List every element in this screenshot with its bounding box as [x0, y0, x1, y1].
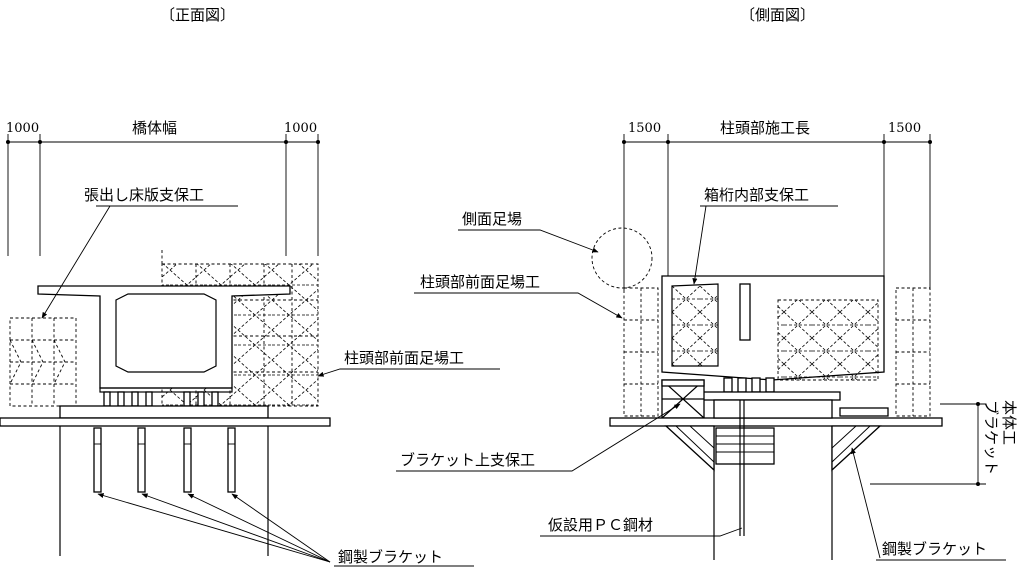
- side-scaffold-label: 側面足場: [462, 210, 522, 228]
- side-left-scaffold: [623, 287, 659, 417]
- side-dim-center: 柱頭部施工長: [720, 119, 810, 137]
- bracket-body-dimension: [870, 402, 986, 486]
- side-bracket-support: [661, 379, 705, 419]
- front-dimension-line: 1000 橋体幅 1000: [6, 119, 320, 256]
- pc-steel-label: 仮設用ＰＣ鋼材: [548, 516, 653, 534]
- bracket-support-label: ブラケット上支保工: [400, 451, 535, 469]
- side-dimension-line: 1500 柱頭部施工長 1500: [622, 119, 932, 290]
- side-right-scaffold: [895, 287, 931, 417]
- box-girder-front: [37, 285, 291, 419]
- side-dim-left: 1500: [628, 121, 661, 136]
- front-pier: [0, 417, 331, 556]
- front-dim-left: 1000: [6, 121, 39, 136]
- front-dim-center: 橋体幅: [132, 119, 177, 137]
- bracket-body-label-2: 本体工: [1000, 400, 1018, 445]
- front-bracket-label: 鋼製ブラケット: [338, 548, 443, 566]
- front-bracket-leaders: [97, 493, 474, 567]
- side-view: 〔側面図〕 1500 柱頭部施工長 1500: [396, 6, 1018, 561]
- front-left-scaffold: [9, 317, 77, 407]
- side-view-title: 〔側面図〕: [740, 6, 815, 24]
- front-scaffold-label: 柱頭部前面足場工: [344, 349, 464, 367]
- front-scaffold-leader: [317, 368, 500, 377]
- bracket-body-label-1: ブラケット: [982, 400, 1000, 475]
- front-view-title: 〔正面図〕: [160, 6, 235, 24]
- box-support-label: 箱桁内部支保工: [704, 186, 809, 204]
- side-bracket-label: 鋼製ブラケット: [882, 540, 987, 558]
- side-scaffold-circle: [591, 227, 653, 289]
- front-dim-right: 1000: [284, 121, 317, 136]
- side-scaffold-leader: [458, 229, 599, 253]
- box-support-leader: [694, 205, 838, 284]
- front-overhang-label: 張出し床版支保工: [84, 186, 204, 204]
- side-bracket-leader: [852, 448, 1006, 561]
- front-overhang-leader: [42, 205, 238, 318]
- side-dim-right: 1500: [888, 121, 921, 136]
- side-front-scaffold-label: 柱頭部前面足場工: [420, 273, 540, 291]
- side-front-scaffold-leader: [414, 292, 623, 319]
- front-view: 〔正面図〕 1000 橋体幅 1000: [0, 6, 500, 567]
- pc-steel-leader: [540, 527, 743, 537]
- box-girder-side: [661, 275, 889, 417]
- bracket-support-leader: [396, 403, 681, 472]
